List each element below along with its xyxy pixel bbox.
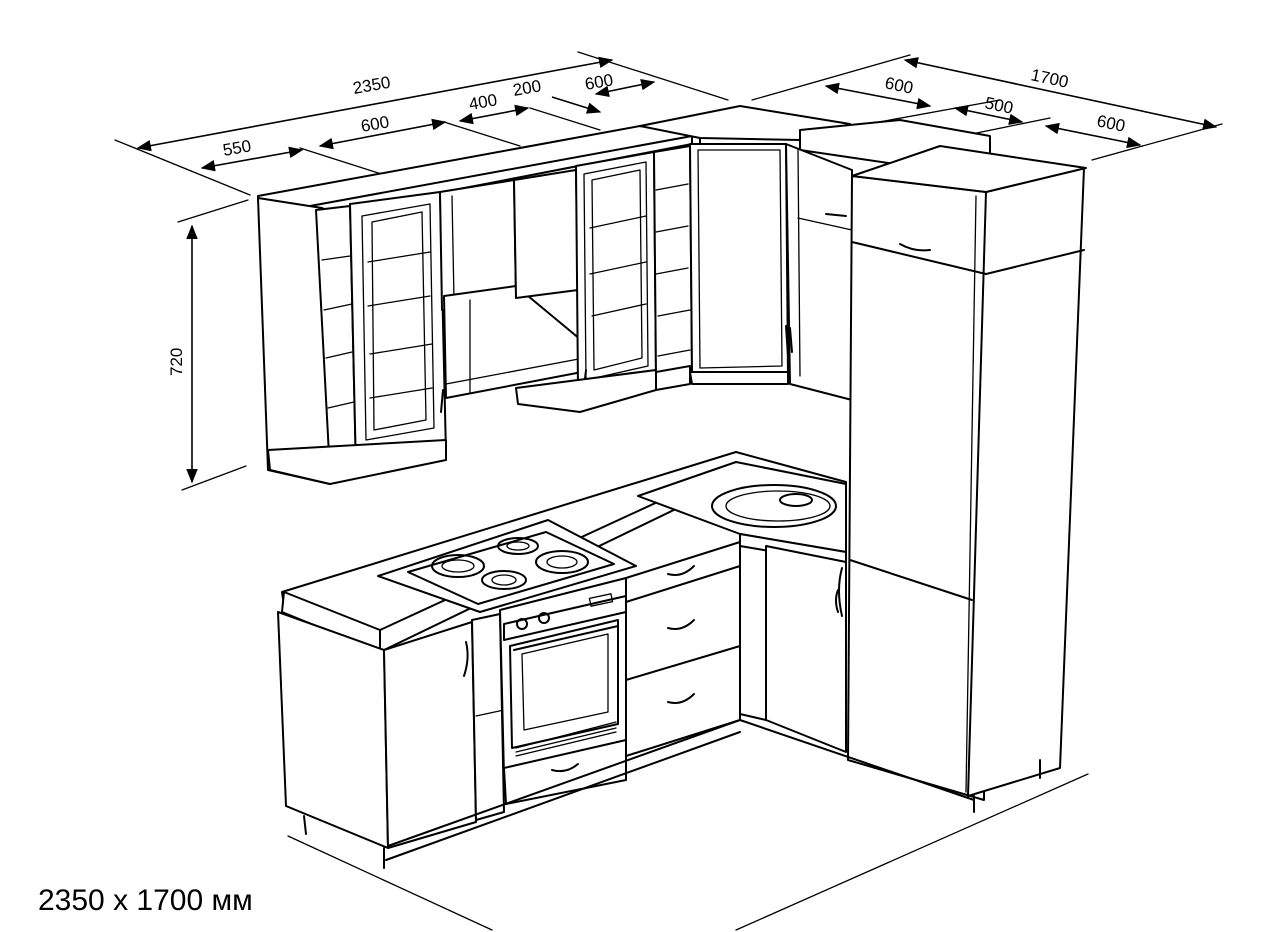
floor-outline: [287, 773, 1089, 931]
dim-total-left: 2350: [351, 73, 392, 98]
tall-cabinet: [847, 145, 1087, 813]
dim-height-720: 720: [167, 348, 186, 376]
dim-550: 550: [221, 136, 252, 160]
dimension-labels: 2350 550 600 400 200 600 1700 600 500 60…: [167, 65, 1127, 376]
dim-600-a: 600: [359, 112, 390, 136]
dim-600-b: 600: [583, 70, 614, 94]
base-cabinets: [277, 451, 975, 869]
dim-600-d: 600: [1095, 111, 1127, 135]
dim-600-c: 600: [883, 73, 915, 97]
size-caption: 2350 x 1700 мм: [38, 884, 253, 917]
dimension-height: [177, 199, 249, 491]
dim-400: 400: [467, 90, 498, 114]
dim-200: 200: [511, 76, 542, 100]
dimension-lines-left: [114, 51, 729, 196]
